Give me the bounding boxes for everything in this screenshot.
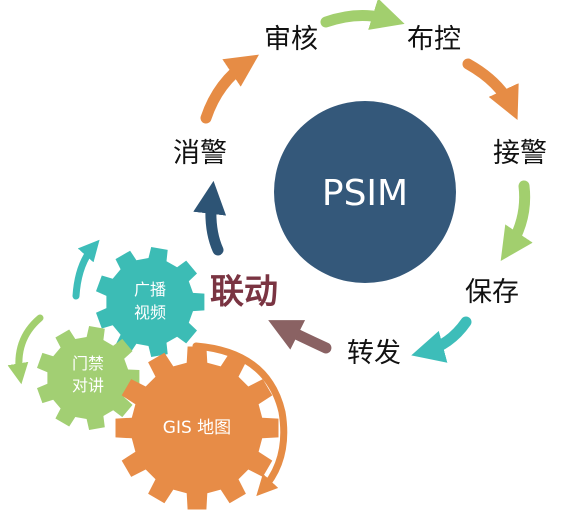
arrow-linkage-to-clear [193,180,227,256]
gear-access: 门禁 对讲 [37,326,140,430]
gear-broadcast-line1: 广播 [134,280,166,299]
label-clear-alarm: 消警 [173,138,227,169]
gear-access-line2: 对讲 [72,376,104,395]
arrow-gear-green [7,314,44,385]
arrow-gear-orange [192,342,288,497]
label-preserve: 保存 [465,277,519,308]
gear-broadcast-line2: 视频 [134,303,166,322]
gear-gis: GIS 地图 [115,346,279,510]
gear-broadcast: 广播 视频 [96,247,205,357]
center-circle [274,101,456,283]
arrow-preserve-to-forward [411,316,472,363]
arrow-review-to-deploy [320,0,405,30]
gear-broadcast-shape [96,247,205,357]
center-label: PSIM [322,173,408,214]
linkage-label: 联动 [210,272,278,312]
arrow-forward-to-linkage [268,320,332,354]
gear-access-shape [37,326,140,430]
arrow-clear-to-review [200,54,259,124]
arrow-receive-to-preserve [500,180,533,261]
gear-gis-shape [115,346,279,510]
label-review: 审核 [264,24,318,55]
gear-gis-label: GIS 地图 [163,418,231,438]
label-deploy: 布控 [407,24,461,55]
label-receive-alarm: 接警 [493,138,547,169]
label-forward: 转发 [347,338,401,369]
arrow-gear-teal [72,239,100,300]
gear-access-line1: 门禁 [72,354,104,373]
arrow-deploy-to-receive [462,58,519,120]
